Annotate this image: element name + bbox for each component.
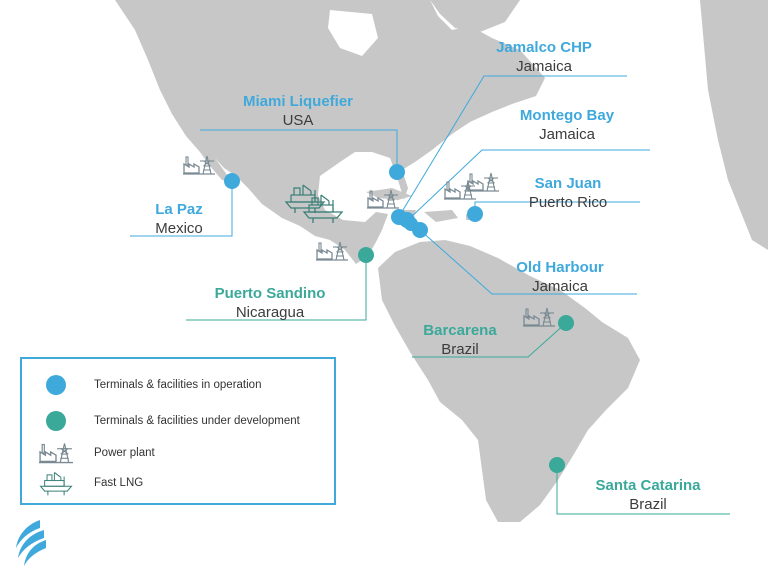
site-name: Barcarena [423,322,497,339]
site-name: Miami Liquefier [242,93,354,110]
site-country: Jamaica [532,278,588,295]
old-harbour-marker[interactable] [412,222,428,238]
site-name: Santa Catarina [595,477,701,494]
site-label-miami-liquefier: Miami Liquefier USA [226,92,370,130]
legend-item-fast-lng: Fast LNG [36,471,144,496]
fast-lng-icon [36,471,76,496]
operation-markers [224,164,483,238]
site-name: La Paz [155,201,203,218]
site-country: USA [282,112,314,129]
legend-item-development: Terminals & facilities under development [36,409,300,433]
legend-label: Terminals & facilities under development [94,415,300,427]
site-name: Old Harbour [516,259,604,276]
san-juan-marker[interactable] [467,206,483,222]
teal-dot-icon [36,409,76,433]
company-logo-icon [16,520,46,566]
site-country: Nicaragua [235,304,305,321]
miami-marker[interactable] [389,164,405,180]
legend-item-power-plant: Power plant [36,441,155,465]
site-label-barcarena: Barcarena Brazil [411,321,509,359]
legend-item-operation: Terminals & facilities in operation [36,373,261,397]
site-label-santa-catarina: Santa Catarina Brazil [578,476,718,514]
site-country: Puerto Rico [528,194,608,211]
blue-dot-icon [36,373,76,397]
site-label-san-juan: San Juan Puerto Rico [518,174,618,212]
legend-label: Power plant [94,447,155,459]
site-label-jamalco-chp: Jamalco CHP Jamaica [482,38,606,76]
power-plant-icon [36,441,76,465]
santa-catarina-marker[interactable] [549,457,565,473]
la-paz-marker[interactable] [224,173,240,189]
site-name: Jamalco CHP [496,39,592,56]
site-country: Jamaica [516,58,572,75]
site-label-puerto-sandino: Puerto Sandino Nicaragua [200,284,340,322]
legend-label: Fast LNG [94,477,144,489]
legend-label: Terminals & facilities in operation [94,379,262,391]
site-label-montego-bay: Montego Bay Jamaica [505,106,629,144]
site-label-old-harbour: Old Harbour Jamaica [500,258,620,296]
site-country: Jamaica [539,126,595,143]
site-country: Mexico [155,220,203,237]
site-country: Brazil [441,341,479,358]
site-name: San Juan [534,175,602,192]
site-label-la-paz: La Paz Mexico [134,200,224,238]
site-country: Brazil [629,496,667,513]
barcarena-marker[interactable] [558,315,574,331]
site-name: Montego Bay [519,107,615,124]
map-legend: Terminals & facilities in operation Term… [20,357,336,505]
site-name: Puerto Sandino [214,285,326,302]
development-markers [358,247,574,473]
puerto-sandino-marker[interactable] [358,247,374,263]
